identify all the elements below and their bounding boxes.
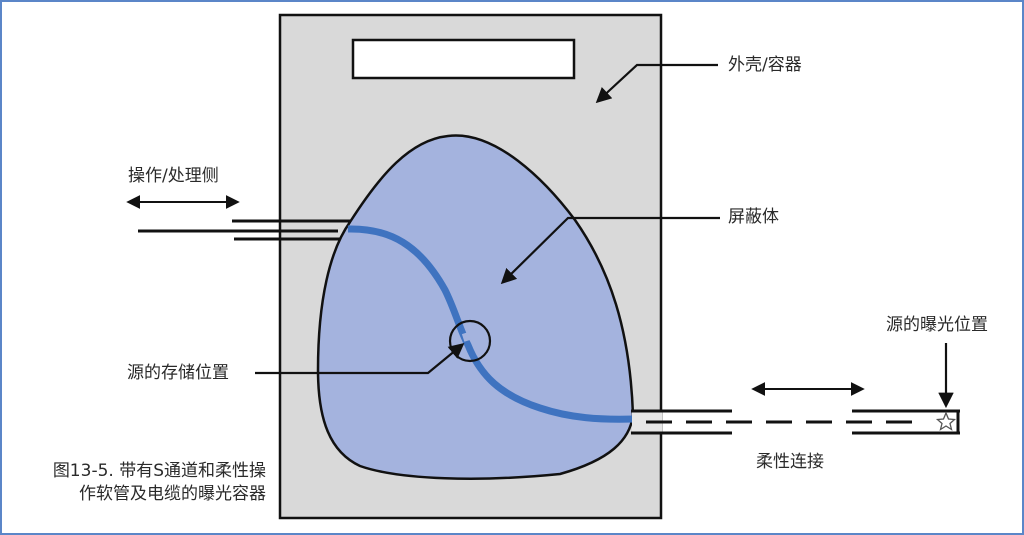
storage-leader-line xyxy=(255,343,465,375)
operation-side-tube xyxy=(138,219,355,241)
label-source-exposure-position: 源的曝光位置 xyxy=(886,315,988,335)
caption-line-2: 作软管及电缆的曝光容器 xyxy=(79,483,266,504)
label-operation-side: 操作/处理侧 xyxy=(128,166,219,186)
shield-leader-line xyxy=(500,216,720,285)
caption-line-1: 图13-5. 带有S通道和柔性操 xyxy=(52,461,266,481)
label-housing: 外壳/容器 xyxy=(728,55,802,75)
label-source-storage-position: 源的存储位置 xyxy=(127,363,229,383)
shield-body xyxy=(316,134,635,480)
s-channel xyxy=(347,225,635,423)
label-flexible-connection: 柔性连接 xyxy=(756,452,824,472)
star-icon xyxy=(935,411,957,431)
housing-lid-slot xyxy=(351,38,576,80)
outlet-tube xyxy=(631,409,732,435)
label-shield: 屏蔽体 xyxy=(728,207,779,227)
source-storage-circle xyxy=(448,319,492,363)
housing-leader-line xyxy=(595,63,718,104)
figure-caption: 图13-5. 带有S通道和柔性操 作软管及电缆的曝光容器 xyxy=(8,460,266,506)
